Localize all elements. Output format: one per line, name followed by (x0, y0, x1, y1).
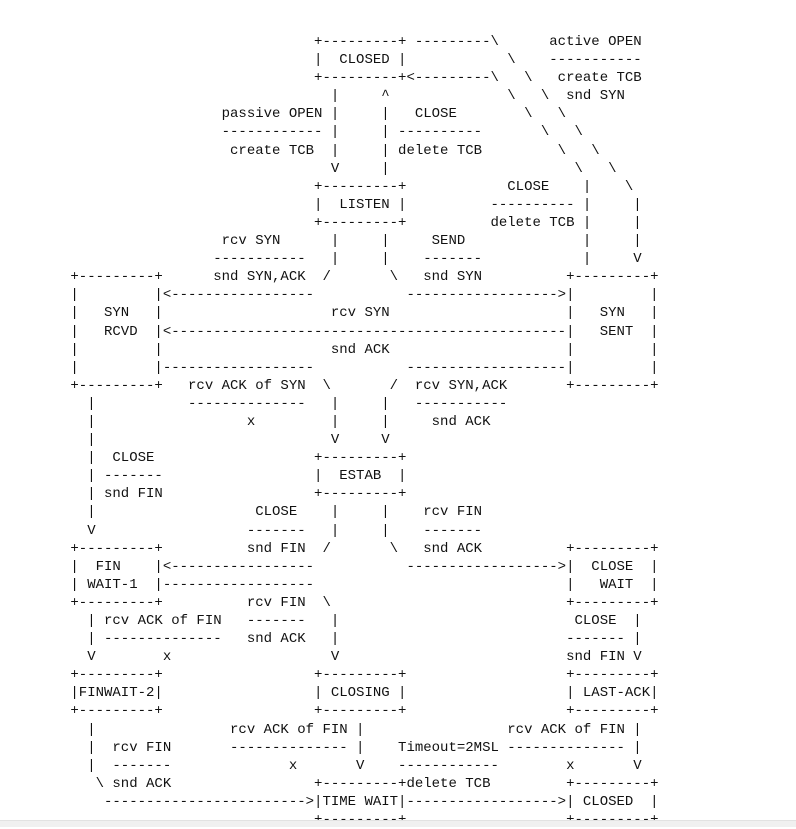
diagram-line: ----------- | | ------- | V (62, 251, 642, 268)
diagram-line: rcv SYN | | SEND | | (62, 233, 642, 250)
diagram-line: | |------------------ ------------------… (62, 359, 659, 376)
window-bottom-edge (0, 820, 796, 827)
diagram-line: | ------- x V ------------ x V (62, 757, 642, 774)
diagram-line: V | \ \ (62, 160, 617, 177)
diagram-line: V ------- | | ------- (62, 522, 483, 539)
diagram-line: | -------------- | | ----------- (62, 395, 508, 412)
diagram-line: |FINWAIT-2| | CLOSING | | LAST-ACK| (62, 685, 659, 702)
diagram-line: +---------+ rcv FIN \ +---------+ (62, 594, 659, 611)
diagram-line: | x | | snd ACK (62, 413, 491, 430)
diagram-line: | CLOSED | \ ----------- (62, 52, 642, 69)
diagram-line: +---------+ ---------\ active OPEN (62, 34, 642, 50)
ascii-diagram-text: +---------+ ---------\ active OPEN | CLO… (62, 33, 659, 829)
diagram-line: | |<----------------- ------------------… (62, 287, 659, 304)
diagram-line: | CLOSE | | rcv FIN (62, 504, 483, 521)
diagram-line: | -------------- snd ACK | ------- | (62, 631, 642, 648)
diagram-line: | ^ \ \ snd SYN (62, 88, 625, 105)
diagram-line: +---------+ snd SYN,ACK / \ snd SYN +---… (62, 269, 659, 286)
diagram-line: | snd FIN +---------+ (62, 486, 407, 503)
diagram-line: | rcv ACK of FIN | rcv ACK of FIN | (62, 721, 642, 738)
diagram-line: V x V snd FIN V (62, 649, 642, 666)
diagram-line: +---------+ CLOSE | \ (62, 178, 634, 195)
diagram-line: ------------------------>|TIME WAIT|----… (62, 793, 659, 810)
diagram-line: | | snd ACK | | (62, 341, 659, 358)
diagram-line: | rcv ACK of FIN ------- | CLOSE | (62, 613, 642, 629)
diagram-line: \ snd ACK +---------+delete TCB +-------… (62, 775, 659, 792)
diagram-line: +---------+ +---------+ +---------+ (62, 667, 659, 684)
diagram-line: ------------ | | ---------- \ \ (62, 124, 583, 141)
diagram-line: | WAIT-1 |------------------ | WAIT | (62, 576, 659, 593)
diagram-line: +---------+ delete TCB | | (62, 214, 642, 231)
diagram-line: +---------+ snd FIN / \ snd ACK +-------… (62, 540, 659, 557)
diagram-line: | rcv FIN -------------- | Timeout=2MSL … (62, 739, 642, 756)
diagram-line: | SYN | rcv SYN | SYN | (62, 305, 659, 322)
diagram-line: +---------+ rcv ACK of SYN \ / rcv SYN,A… (62, 377, 659, 394)
diagram-line: | LISTEN | ---------- | | (62, 196, 642, 213)
diagram-line: +---------+<---------\ \ create TCB (62, 70, 642, 87)
diagram-line: | ------- | ESTAB | (62, 468, 407, 485)
diagram-line: | CLOSE +---------+ (62, 450, 407, 467)
diagram-line: +---------+ +---------+ +---------+ (62, 703, 659, 720)
diagram-line: | FIN |<----------------- --------------… (62, 558, 659, 575)
diagram-line: passive OPEN | | CLOSE \ \ (62, 106, 567, 123)
diagram-line: create TCB | | delete TCB \ \ (62, 142, 600, 159)
diagram-line: | RCVD |<-------------------------------… (62, 323, 659, 340)
diagram-line: | V V (62, 432, 390, 449)
